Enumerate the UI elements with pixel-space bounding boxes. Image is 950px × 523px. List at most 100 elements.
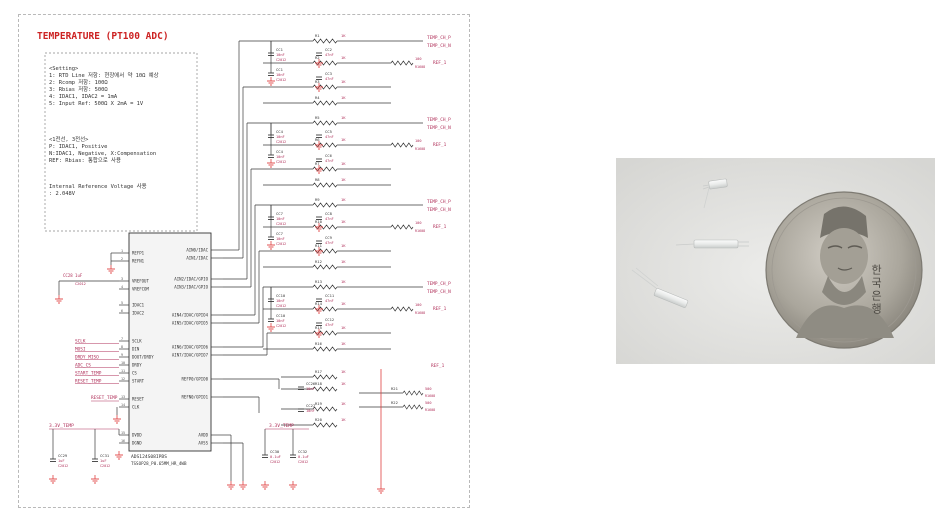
power-label-right: 3.3V_TEMP: [269, 423, 294, 429]
settings-box: [44, 52, 198, 232]
left-net-label: SCLK: [75, 338, 86, 344]
chip-package: TSSOP28_P0.65MM_HR_4WB: [131, 461, 187, 466]
cap-ref: CC6: [325, 153, 333, 158]
chip-pin-number: 5: [121, 301, 123, 305]
resistor-ref: R1: [315, 33, 320, 38]
cap-value: 47nF: [325, 299, 334, 303]
cap-ref: CC30: [270, 449, 280, 454]
resistor-value: 1K: [341, 279, 346, 284]
chip-pin-number: 3: [121, 277, 123, 281]
resistor-ref: R19: [315, 401, 323, 406]
chip-pin-label: SCLK: [132, 338, 142, 343]
cap-footprint: C2012: [276, 222, 286, 226]
cap-footprint: C2012: [276, 78, 286, 82]
cap-value: 47nF: [325, 77, 334, 81]
cap-footprint: C2012: [270, 460, 280, 464]
left-net-label: ADC_CS: [75, 362, 91, 368]
resistor-footprint: R1608: [425, 394, 435, 398]
chip-pin-label: AIN1/IDAC: [186, 255, 208, 260]
resistor-ref: R18: [315, 381, 323, 386]
settings-header: <Setting>: [49, 66, 79, 72]
resistor-ref: R14: [315, 301, 323, 306]
resistor-value: 1K: [341, 417, 346, 422]
cap-ref: CC2: [325, 47, 332, 52]
resistor-value: 100: [415, 139, 422, 143]
net-label-ref: REF_1: [433, 142, 447, 148]
cap-value: 10nF: [276, 299, 285, 303]
resistor: [312, 406, 338, 412]
cap-value: 10nF: [276, 217, 285, 221]
cap-ref: CC1: [276, 47, 284, 52]
channel-bus: [223, 41, 268, 356]
resistor-ref: R6: [315, 137, 320, 142]
chip-pin-number: 1: [121, 249, 123, 253]
settings-line-2: 2: Rcomp 저항: 100Ω: [49, 78, 108, 86]
resistor: [312, 284, 338, 290]
cap-value: 10nF: [276, 237, 285, 241]
chip-pin-label: AIN6/IDAC/GPIO6: [172, 344, 209, 349]
power-section: 3.3V_TEMPCC291uFC2012CC311uFC20123.3V_TE…: [49, 423, 309, 490]
resistor: [312, 120, 338, 126]
resistor-footprint: R1608: [425, 408, 435, 412]
left-net-label: DRDY_MISO: [75, 354, 99, 360]
chip-pin-number: 13: [121, 395, 125, 399]
cap-footprint: C2012: [276, 160, 286, 164]
resistor-value: 1K: [341, 381, 346, 386]
cap-ref: CC7: [276, 211, 283, 216]
chip-pin-label: VREFCOM: [132, 286, 149, 291]
left-net-label: START_TEMP: [75, 370, 102, 376]
cap-value: 1uF: [58, 459, 65, 463]
resistor: [312, 264, 338, 270]
chip-pin-label: CS: [132, 370, 137, 375]
resistor: [312, 202, 338, 208]
resistor: [312, 182, 338, 188]
chip-right-pins: AIN0/IDACAIN1/IDACAIN2/IDAC/GPIOAIN3/IDA…: [172, 247, 223, 445]
resistor-value: 1K: [341, 219, 346, 224]
sensor-photo: 한국은행: [616, 158, 935, 364]
adc-chip: [128, 232, 212, 452]
cap-value: 47nF: [325, 135, 334, 139]
cap-footprint: C2012: [276, 304, 286, 308]
chip-pin-number: 12: [121, 377, 125, 381]
chip-pin-label: IDAC2: [132, 310, 145, 315]
settings-line-4: 4: IDAC1, IDAC2 = 1mA: [49, 94, 118, 100]
net-label-temp-p: TEMP_CH_P: [427, 35, 451, 41]
chip-pin-number: 11: [121, 369, 125, 373]
chip-pin-label: RESET: [132, 396, 145, 401]
resistor-footprint: R1608: [415, 65, 425, 69]
chip-pin-label: IDAC1: [132, 302, 145, 307]
cap-ref: CC8: [325, 211, 333, 216]
resistor-footprint: R1608: [415, 229, 425, 233]
left-nets: CC28 1uFC2012SCLKMOSIDRDY_MISOADC_CSSTAR…: [55, 252, 121, 424]
pt100-sensor-3: [631, 267, 689, 308]
resistor-value: 100: [415, 303, 422, 307]
resistor-value: 1K: [341, 33, 346, 38]
resistor-ref: R21: [391, 386, 399, 391]
cap-value: 0.1uF: [298, 455, 309, 459]
resistor-ref: R2: [315, 55, 320, 60]
resistor: [312, 422, 338, 428]
chip-pin-label: VREFOUT: [132, 278, 149, 283]
chip-pin-number: 2: [121, 257, 123, 261]
schematic-panel: TEMPERATURE (PT100 ADC) <Setting> 1: RTD…: [18, 14, 470, 508]
cap-ref: CC11: [325, 293, 335, 298]
chip-pin-number: 8: [121, 345, 123, 349]
pt100-sensor-1: [702, 178, 728, 209]
resistor-value: 1K: [341, 197, 346, 202]
cap-footprint: C2012: [276, 140, 286, 144]
net-label-ref: REF_1: [431, 363, 445, 369]
resistor-ref: R13: [315, 279, 322, 284]
resistor-ref: R5: [315, 115, 320, 120]
resistor-footprint: R1608: [415, 147, 425, 151]
cap-value: 10nF: [276, 319, 285, 323]
chip-pin-label: REFP1: [132, 250, 145, 255]
chip-pin-number: 15: [121, 431, 125, 435]
cap-value: 10nF: [276, 135, 285, 139]
cap-ref: CC10: [276, 293, 286, 298]
resistor: [390, 224, 414, 230]
resistor-value: 1K: [341, 259, 346, 264]
cap-ref: CC32: [298, 449, 307, 454]
cap-ref: CC4: [276, 129, 284, 134]
resistor-value: 1K: [341, 341, 346, 346]
chip-pin-number: 7: [121, 337, 123, 341]
